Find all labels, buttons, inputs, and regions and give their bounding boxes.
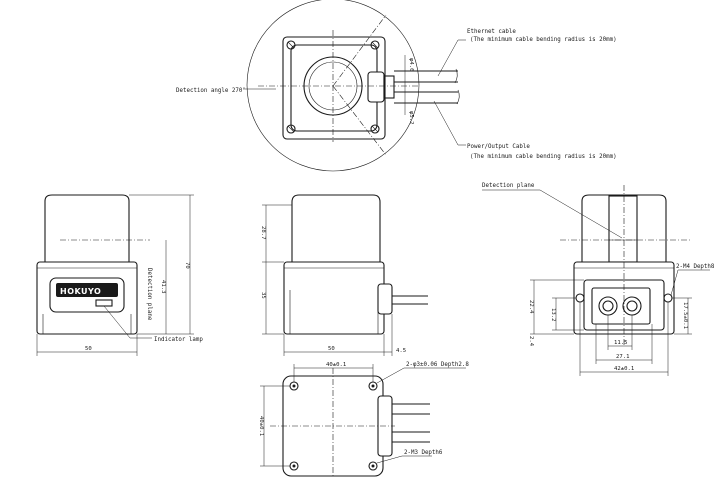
side-view-connector — [377, 283, 393, 315]
rear-view-connector-block — [591, 287, 651, 325]
front-view: HOKUYO 50 70 41.3 Detection plane Indica… — [36, 194, 203, 356]
rear-view-head — [581, 194, 667, 263]
label-ethernet-cable: Ethernet cable — [467, 29, 516, 35]
dim-side-width: 50 — [328, 346, 335, 352]
label-detection-plane-left: Detection plane — [146, 268, 152, 321]
dim-rear-g: 42±0.1 — [614, 366, 634, 372]
front-view-head — [44, 194, 130, 263]
label-detection-plane-right: Detection plane — [482, 183, 535, 189]
dim-front-plane: 41.3 — [160, 280, 166, 293]
dim-rear-b: 13.2 — [550, 308, 556, 321]
logo-text: HOKUYO — [60, 287, 101, 296]
rear-view: Detection plane 2-M4 Depth8 22.4 13.2 2.… — [482, 183, 715, 376]
detection-range-circle — [246, 0, 420, 172]
dim-side-top: 28.7 — [260, 226, 266, 239]
bottom-view: 40±0.1 40±0.1 2-φ3±0.06 Depth2.8 2-M3 De… — [258, 362, 469, 478]
dim-phi46: φ4.6 — [408, 58, 414, 71]
label-indicator-lamp: Indicator lamp — [154, 337, 203, 343]
side-view: 28.7 35 50 4.5 — [260, 194, 428, 356]
front-view-panel — [49, 277, 125, 313]
top-view-connector-boot — [383, 75, 395, 99]
dim-rear-e: 11.5 — [614, 340, 627, 346]
dim-front-width: 50 — [85, 346, 92, 352]
label-m4-depth8: 2-M4 Depth8 — [676, 264, 715, 270]
dim-rear-c: 2.4 — [528, 336, 534, 347]
label-power-note: (The minimum cable bending radius is 20m… — [470, 154, 617, 160]
top-view-screws — [286, 40, 380, 134]
top-view: φ4.6 φ5.2 Ethernet cable (The minimum ca… — [176, 0, 617, 172]
dim-side-body: 35 — [260, 292, 266, 299]
dim-phi52: φ5.2 — [408, 111, 414, 124]
label-detection-angle: Detection angle 270° — [176, 88, 246, 94]
dim-side-conn: 4.5 — [396, 348, 406, 354]
label-m3-depth6: 2-M3 Depth6 — [404, 450, 443, 456]
top-view-connector — [367, 71, 385, 103]
dim-bottom-height: 40±0.1 — [258, 416, 264, 436]
side-view-head — [291, 194, 381, 263]
front-view-body — [36, 261, 138, 335]
logo-plate — [56, 283, 118, 297]
dim-bottom-width: 40±0.1 — [326, 362, 346, 368]
label-hole-depth8: 2-φ3±0.06 Depth2.8 — [406, 362, 469, 368]
label-power-cable: Power/Output Cable — [467, 144, 530, 150]
dim-rear-f: 27.1 — [616, 354, 629, 360]
top-view-cables — [394, 68, 460, 105]
label-ethernet-note: (The minimum cable bending radius is 20m… — [470, 37, 617, 43]
side-view-body — [283, 261, 385, 335]
bottom-view-holes — [289, 381, 378, 471]
dim-rear-a: 22.4 — [528, 300, 534, 314]
dim-front-height: 70 — [184, 262, 190, 269]
dim-rear-d: 17.5±0.1 — [682, 302, 688, 329]
top-view-housing — [282, 36, 386, 140]
